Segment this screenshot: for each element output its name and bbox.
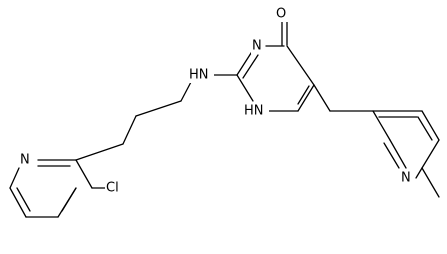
atom-o-carbonyl: O	[276, 6, 290, 22]
bond-chain-2	[122, 115, 137, 145]
atom-n1-h: HN	[243, 103, 269, 119]
bond-rp-c2-n-inner	[383, 142, 400, 169]
bond-c6-c5	[297, 84, 315, 112]
atom-o-carbonyl-label: O	[276, 7, 286, 22]
bond-rp-c5-c4-inner	[417, 116, 433, 141]
atom-n1-h-label: HN	[244, 104, 264, 119]
atom-cl: Cl	[105, 180, 125, 196]
atom-n3-label: N	[252, 39, 262, 54]
atom-n-pyridine-right-label: N	[401, 171, 411, 186]
bond-lp-c2-c3	[75, 159, 93, 189]
bond-n3-c2-double	[242, 54, 259, 79]
atom-n3: N	[251, 38, 265, 54]
bond-n3-c2	[236, 49, 254, 76]
bond-chain-3	[75, 143, 124, 161]
bond-c5-ch2	[313, 84, 331, 112]
bond-rp-c6-c5	[421, 139, 440, 169]
bond-c5-c4	[286, 45, 315, 86]
bond-rp-c2-n	[389, 139, 407, 169]
atom-n-pyridine-right: N	[400, 170, 414, 186]
atom-n-pyridine-left: N	[20, 152, 34, 168]
bond-lp-c4-c3-inner	[61, 187, 77, 212]
bond-rp-c5-c4	[421, 110, 440, 141]
bond-lp-c6-c5	[9, 187, 27, 218]
atom-nh-linker-label: HN	[189, 68, 209, 83]
bond-rp-c3-c2	[372, 110, 391, 141]
atom-n-pyridine-left-label: N	[20, 153, 30, 168]
bond-lp-c6-c5-inner	[16, 187, 31, 212]
bond-nh-ch2a	[180, 81, 192, 102]
bond-rp-methyl	[421, 167, 440, 198]
atom-cl-label: Cl	[106, 181, 119, 196]
bond-rp-n-c6	[415, 167, 423, 179]
atom-nh-linker: HN	[188, 67, 214, 83]
bond-chain-1	[135, 100, 182, 117]
bond-lp-n-c6	[9, 167, 20, 189]
bond-c6-c5-double	[297, 85, 310, 105]
bond-c2-n1	[236, 74, 254, 102]
